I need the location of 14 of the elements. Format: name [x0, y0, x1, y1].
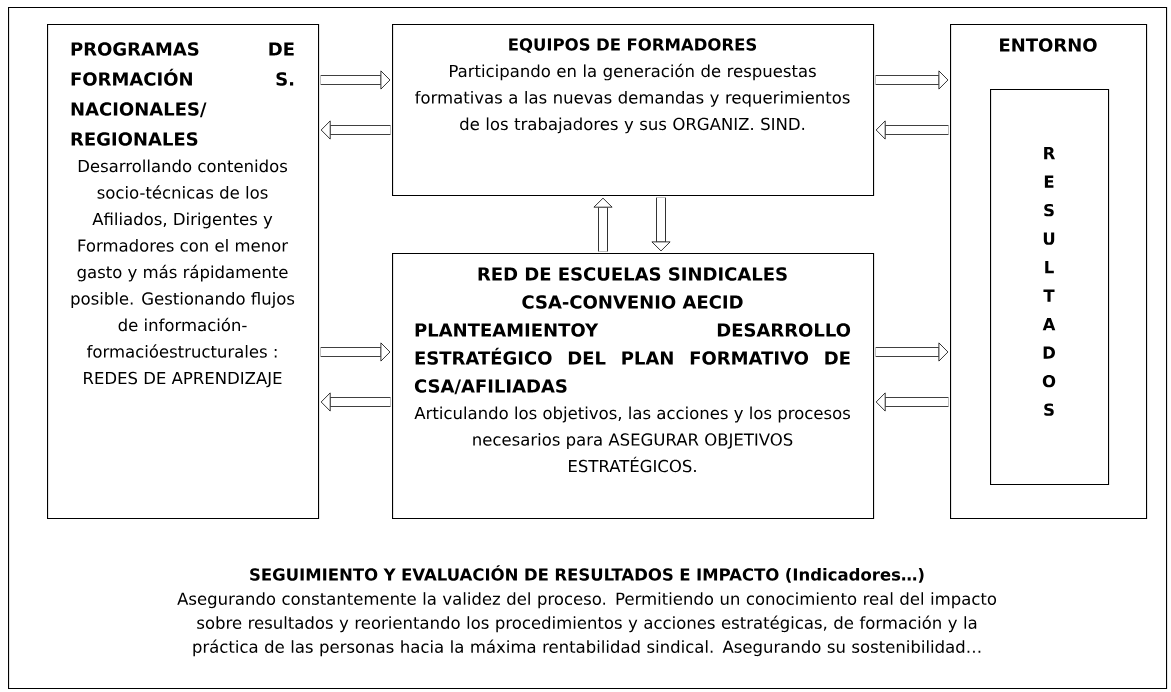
block-arrow: [875, 120, 949, 140]
block-arrow: [320, 392, 391, 412]
block-arrow: [320, 120, 391, 140]
block-arrow: [875, 342, 949, 362]
block-arrow: [875, 392, 949, 412]
block-arrow: [875, 70, 949, 90]
block-arrow: [593, 197, 613, 252]
process-box: EQUIPOS DE FORMADORES Participando en la generación de respuestas formativas a las nuevas demandas y requerimientos de los trabajadores y sus ORGANIZ. SIND.: [392, 24, 875, 197]
process-box: R E S U L T A D O S: [990, 89, 1110, 486]
process-box: RED DE ESCUELAS SINDICALES CSA-CONVENIO AECID PLANTEAMIENTOY DESARROLLO ESTRATÉGICO DEL PLAN FORMATIVO DE CSA/AFILIADAS Articulando los objetivos, las acciones y los procesos necesarios para ASEGURAR OBJETIVOS ESTRATÉGICOS.: [392, 253, 875, 520]
block-arrow: [320, 342, 391, 362]
block-arrow: [651, 197, 671, 252]
process-box: PROGRAMAS DE FORMACIÓN S. NACIONALES/ REGIONALES Desarrollando contenidos socio-técnicas de los Afiliados, Dirigentes y Formadores con el menor gasto y más rápidamente posible. Gestionando flujos de información-formacióestructurales : REDES DE APRENDIZAJE: [47, 24, 320, 520]
block-arrow: [320, 70, 391, 90]
